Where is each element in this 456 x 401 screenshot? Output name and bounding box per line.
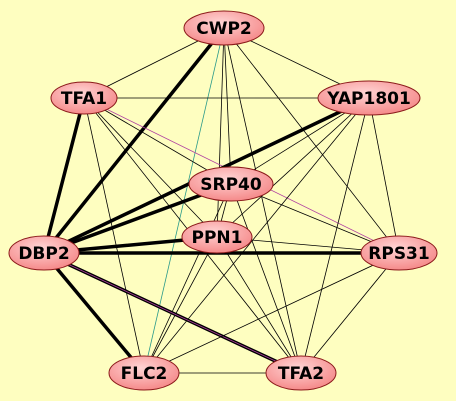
edge-cwp2-rps31 [223, 27, 400, 254]
node-label: TFA1 [61, 89, 107, 109]
edge-tfa1-ppn1 [83, 97, 218, 238]
node-ellipse[interactable] [50, 81, 118, 115]
edge-tfa1-dbp2 [42, 96, 86, 255]
node-label: TFA2 [278, 364, 324, 384]
edge-srp40-tfa2 [230, 183, 302, 374]
node-label: FLC2 [121, 364, 168, 384]
node-ellipse[interactable] [108, 355, 180, 391]
node-ellipse[interactable] [188, 166, 274, 202]
edge-rps31-tfa2 [300, 252, 400, 374]
edge-cwp2-srp40 [223, 27, 232, 185]
node-tfa2[interactable]: TFA2 [265, 355, 337, 391]
edge-cwp2-dbp2 [42, 26, 226, 255]
edge-cwp2-tfa2 [223, 27, 302, 374]
edge-yap1801-tfa2 [300, 97, 370, 374]
edge-dbp2-flc2 [42, 251, 146, 375]
edge-srp40-flc2 [143, 183, 232, 374]
node-label: DBP2 [18, 244, 69, 264]
node-ellipse[interactable] [265, 355, 337, 391]
node-ellipse[interactable] [181, 220, 253, 254]
edge-ppn1-flc2 [143, 236, 218, 374]
node-label: RPS31 [368, 244, 429, 264]
node-tfa1[interactable]: TFA1 [50, 81, 118, 115]
node-label: YAP1801 [326, 89, 411, 109]
edge-yap1801-flc2 [143, 97, 370, 374]
node-ellipse[interactable] [360, 235, 438, 271]
node-rps31[interactable]: RPS31 [360, 235, 438, 271]
node-cwp2[interactable]: CWP2 [183, 10, 265, 46]
node-yap1801[interactable]: YAP1801 [317, 80, 421, 116]
edge-cwp2-ppn1 [216, 27, 225, 238]
node-ppn1[interactable]: PPN1 [181, 220, 253, 254]
node-label: PPN1 [192, 228, 243, 248]
node-dbp2[interactable]: DBP2 [8, 235, 80, 271]
node-label: CWP2 [196, 19, 252, 39]
edge-ppn1-tfa2 [216, 236, 302, 374]
node-label: SRP40 [200, 175, 262, 195]
node-flc2[interactable]: FLC2 [108, 355, 180, 391]
node-ellipse[interactable] [8, 235, 80, 271]
edge-dbp2-tfa2 [43, 252, 302, 374]
edge-tfa1-flc2 [83, 97, 145, 374]
node-ellipse[interactable] [317, 80, 421, 116]
node-srp40[interactable]: SRP40 [188, 166, 274, 202]
edge-rps31-flc2 [143, 252, 400, 374]
node-ellipse[interactable] [183, 10, 265, 46]
edges-layer [42, 26, 401, 375]
edge-yap1801-rps31 [368, 97, 400, 254]
